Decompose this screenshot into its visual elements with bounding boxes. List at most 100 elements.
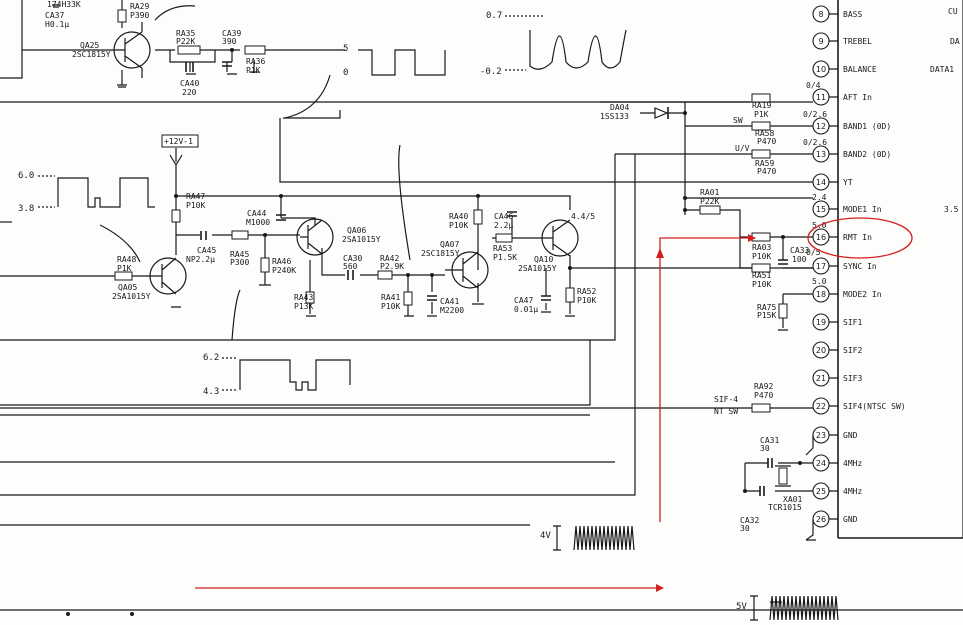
pin-label: AFT In [843, 93, 872, 102]
waveform-top-square: 5 0 [343, 44, 446, 78]
supply-label: +12V-1 [164, 137, 193, 146]
value-ra48: P1K [117, 264, 132, 273]
value-ra01: P22K [700, 197, 719, 206]
label-ca39: CA39 [222, 29, 241, 38]
waveform-burst-4v: 4V [540, 525, 635, 551]
value-ra51: P10K [752, 280, 771, 289]
label-ra01: RA01 [700, 188, 719, 197]
pin-label: SIF4(NTSC SW) [843, 402, 906, 411]
ic-pin-15: 15 MODE1 In 2.4 [812, 193, 882, 218]
component-labels: 174H33K RA29 P390 CA37 H0.1μ QA25 2SC181… [45, 0, 809, 533]
waveform-mid-square: 6.2 4.3 [203, 353, 351, 397]
pin-number: 8 [818, 10, 823, 19]
label-ca40: CA40 [180, 79, 199, 88]
value-ca46: 2.2μ [494, 221, 513, 230]
label-ca46: CA46 [494, 212, 513, 221]
pin-label: SIF3 [843, 374, 862, 383]
label-ra43: RA43 [294, 293, 313, 302]
pin-number: 15 [816, 205, 826, 214]
wave-lo-label: 4.3 [203, 387, 219, 397]
ic-pin-13: 13 BAND2 (0D) 0/2.6 [803, 138, 891, 163]
wave-amp-label: 5V [736, 602, 747, 612]
value-ra41: P10K [381, 302, 400, 311]
label-da04: DA04 [610, 103, 629, 112]
label-ra45: RA45 [230, 250, 249, 259]
value-ra45: P300 [230, 258, 249, 267]
value-qa10: 2SA1015Y [518, 264, 557, 273]
label-ra03: RA03 [752, 243, 771, 252]
value-ca41: M2200 [440, 306, 464, 315]
pin-label: BAND1 (0D) [843, 122, 891, 131]
pin-voltage: 0/4 [806, 81, 821, 90]
pin-label: GND [843, 515, 858, 524]
pin-label: MODE2 In [843, 290, 882, 299]
arrow-head-up [656, 248, 664, 258]
label-xa01: XA01 [783, 495, 802, 504]
pin-number: 18 [816, 290, 826, 299]
ic-body [837, 0, 963, 539]
label-ra51: RA51 [752, 271, 771, 280]
value-ca39: 390 [222, 37, 237, 46]
wave-lo-label: 0 [343, 68, 348, 78]
net-voltage-445: 4.4/5 [571, 212, 595, 221]
label-ra75: RA75 [757, 303, 776, 312]
value-ca44: M1000 [246, 218, 270, 227]
pin-number: 22 [816, 402, 826, 411]
value-ca33: 100 [792, 255, 807, 264]
value-qa25: 2SC1815Y [72, 50, 111, 59]
net-label-sif4: SIF-4 [714, 395, 738, 404]
label-qa05: QA05 [118, 283, 137, 292]
value-ra43: P13K [294, 302, 313, 311]
pin-number: 16 [816, 233, 826, 242]
pin-number: 23 [816, 431, 826, 440]
edge-label-cu: CU [948, 7, 958, 16]
ic-pin-list: 8 BASS 9 TREBEL 10 BALANCE 11 AFT In 0/4… [803, 5, 906, 528]
ic-pin-19: 19 SIF1 [812, 313, 862, 331]
pin-number: 11 [816, 93, 826, 102]
signal-path-arrow [659, 237, 748, 522]
label-ra29: RA29 [130, 2, 149, 11]
ic-pin-11: 11 AFT In 0/4 [806, 81, 872, 106]
net-label-sw: SW [733, 116, 743, 125]
pin-label: SIF1 [843, 318, 862, 327]
ground-symbols [52, 4, 816, 603]
value-ra35: P22K [176, 37, 195, 46]
label-ca33: CA33 [790, 246, 809, 255]
value-ra53: P1.5K [493, 253, 517, 262]
value-ra47: P10K [186, 201, 205, 210]
value-ra46: P240K [272, 266, 296, 275]
pin-label: YT [843, 178, 853, 187]
ic-pin-21: 21 SIF3 [812, 369, 862, 387]
crystal-xa01 [775, 465, 791, 487]
ic-pin-18: 18 MODE2 In 5.0 [812, 277, 882, 303]
pin-number: 9 [818, 37, 823, 46]
value-ca37: H0.1μ [45, 20, 69, 29]
pin-label: TREBEL [843, 37, 872, 46]
edge-label-data1: DATA1 [930, 65, 954, 74]
label-ra41: RA41 [381, 293, 400, 302]
label-ra46: RA46 [272, 257, 291, 266]
value-ca30: 560 [343, 262, 358, 271]
pin-voltage: 0/2.6 [803, 138, 827, 147]
value-ca31: 30 [760, 444, 770, 453]
value-ra40: P10K [449, 221, 468, 230]
label-ra58: RA58 [755, 129, 774, 138]
label-ra52: RA52 [577, 287, 596, 296]
wave-hi-label: 0.7 [486, 11, 502, 21]
label-qa07: QA07 [440, 240, 459, 249]
edge-label-voltage: 3.5 [944, 205, 959, 214]
pin-label: GND [843, 431, 858, 440]
ic-pin-17: 17 SYNC In 0/5 [806, 248, 877, 275]
value-ca32: 30 [740, 524, 750, 533]
label-ra40: RA40 [449, 212, 468, 221]
pin-number: 13 [816, 150, 826, 159]
label-ca30: CA30 [343, 254, 362, 263]
pin-number: 12 [816, 122, 826, 131]
pin-number: 14 [816, 178, 826, 187]
transistor-qa10 [532, 219, 579, 257]
label-ra19: RA19 [752, 101, 771, 110]
waveform-top-pulse: 0.7 -0.2 [480, 11, 627, 77]
value-ca47: 0.01μ [514, 305, 538, 314]
transistor-qa25 [110, 22, 151, 78]
wave-lo-label: -0.2 [480, 67, 502, 77]
